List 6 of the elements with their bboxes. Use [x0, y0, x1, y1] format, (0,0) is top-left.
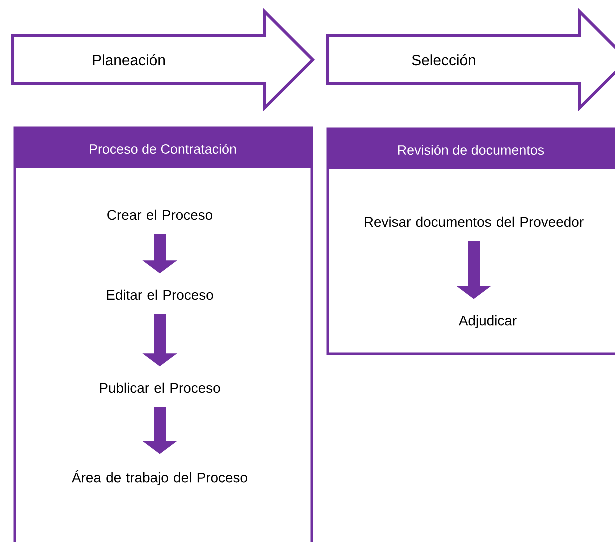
step-text: Adjudicar	[458, 316, 517, 328]
step-text: Crear el Proceso	[108, 210, 212, 220]
step-text: Publicar el Proceso	[100, 382, 220, 394]
step-text: Editar el Proceso	[107, 290, 214, 300]
step-text: Área de trabajo del Proceso	[72, 470, 248, 486]
step-text: Revisar documentos del Proveedor	[365, 216, 584, 228]
